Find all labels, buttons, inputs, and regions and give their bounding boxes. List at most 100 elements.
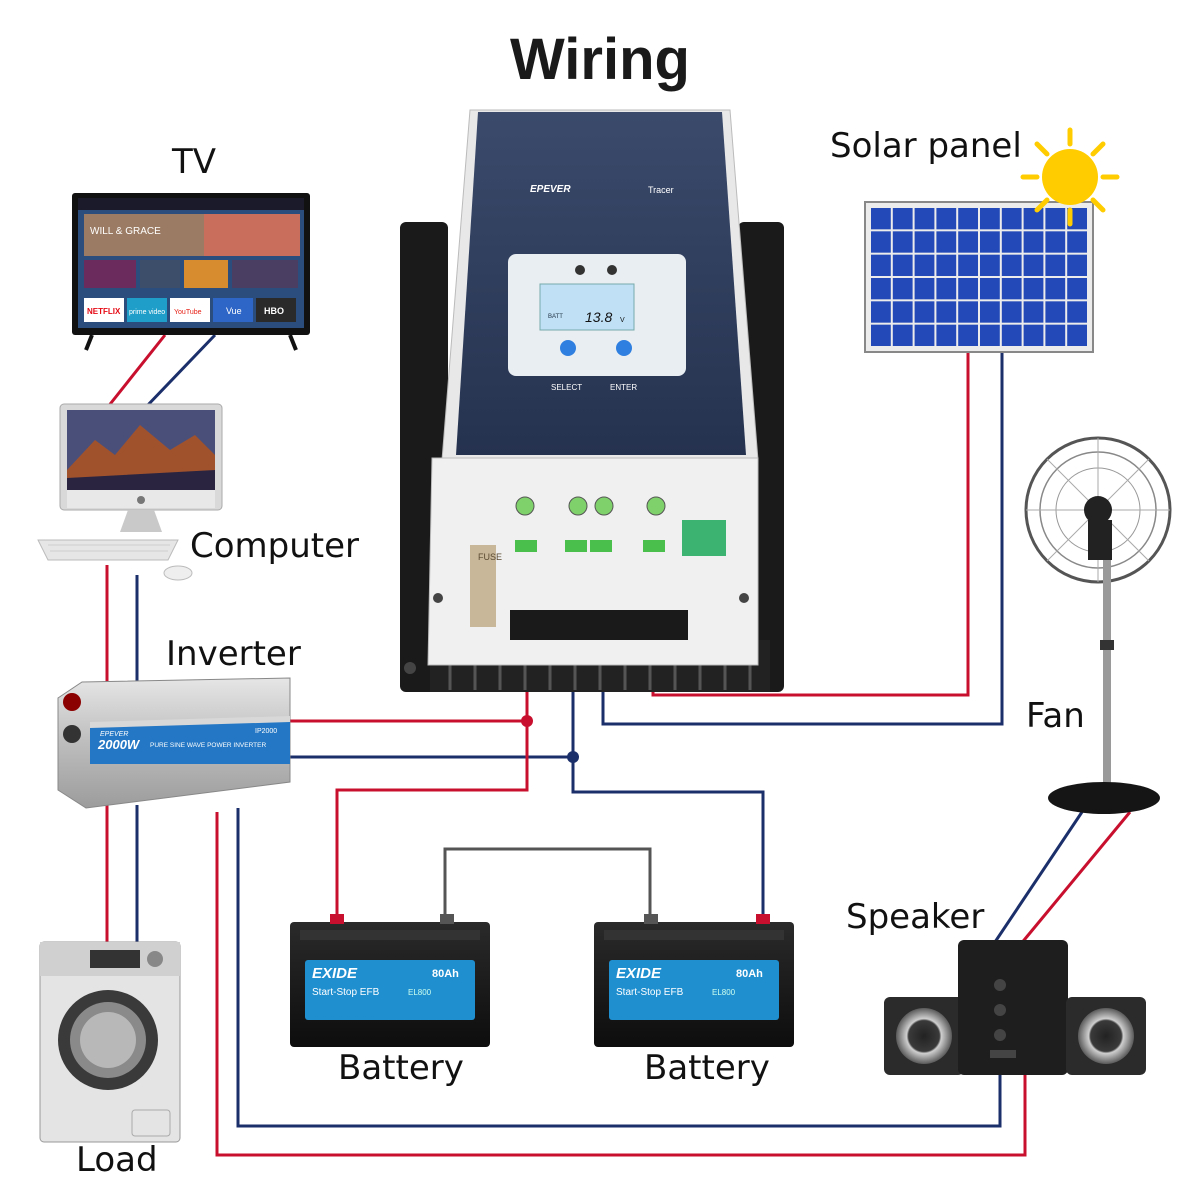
- load-label: Load: [76, 1140, 158, 1180]
- solar-cell: [1001, 324, 1022, 346]
- solar-cell: [1067, 254, 1087, 276]
- solar-cell: [1001, 208, 1022, 230]
- select-label: SELECT: [551, 383, 582, 392]
- solar-cell: [1045, 254, 1066, 276]
- battery-1-capacity: 80Ah: [432, 968, 459, 980]
- solar-cell: [1001, 231, 1022, 253]
- solar-cell: [980, 278, 1000, 300]
- wire-speaker-positive: [215, 812, 1027, 1157]
- solar-cells: [871, 208, 1087, 346]
- tv-device: WILL & GRACE NETFLIX prime video YouTube…: [72, 193, 310, 351]
- solar-cell: [936, 324, 957, 346]
- solar-cell: [1023, 278, 1044, 300]
- controller-brand: EPEVER: [530, 184, 571, 195]
- computer-device: [37, 403, 223, 581]
- solar-panel-label: Solar panel: [830, 126, 1022, 166]
- inverter-power: 2000W: [97, 737, 141, 752]
- solar-cell: [892, 254, 913, 276]
- solar-cell: [958, 301, 978, 323]
- inverter-brand: EPEVER: [100, 731, 128, 738]
- battery-1-label: Battery: [338, 1048, 464, 1088]
- solar-cell: [871, 231, 891, 253]
- wire-battery-positive: [335, 721, 529, 922]
- battery-1: EXIDE Start-Stop EFB 80Ah EL800: [290, 914, 490, 1047]
- solar-cell: [958, 278, 978, 300]
- battery-2-capacity: 80Ah: [736, 968, 763, 980]
- solar-cell: [1045, 278, 1066, 300]
- battery-2-brand: EXIDE: [616, 965, 662, 982]
- wire-fan-negative: [991, 811, 1084, 946]
- select-button-graphic: [560, 340, 576, 356]
- solar-cell: [980, 301, 1000, 323]
- inverter-model: IP2000: [255, 728, 277, 735]
- solar-cell: [1023, 231, 1044, 253]
- battery-1-product: Start-Stop EFB: [312, 987, 380, 998]
- solar-cell: [914, 324, 935, 346]
- solar-cell: [914, 254, 935, 276]
- battery-1-code: EL800: [408, 988, 432, 997]
- solar-cell: [958, 254, 978, 276]
- inverter-device: 2000W PURE SINE WAVE POWER INVERTER IP20…: [57, 677, 291, 809]
- washing-machine: [39, 941, 181, 1143]
- solar-cell: [1001, 301, 1022, 323]
- battery-1-brand: EXIDE: [312, 965, 358, 982]
- solar-cell: [871, 278, 891, 300]
- tv-app-netflix: NETFLIX: [87, 307, 121, 316]
- battery-2-label: Battery: [644, 1048, 770, 1088]
- wire-battery-jumper: [443, 847, 652, 922]
- solar-cell: [936, 301, 957, 323]
- lcd-tag: BATT: [548, 314, 563, 320]
- solar-cell: [936, 254, 957, 276]
- junction-positive: [521, 715, 533, 727]
- computer-label: Computer: [190, 526, 360, 566]
- wire-fan-positive: [1018, 811, 1132, 946]
- enter-button-graphic: [616, 340, 632, 356]
- solar-cell: [1067, 231, 1087, 253]
- solar-cell: [1045, 324, 1066, 346]
- solar-cell: [892, 278, 913, 300]
- solar-cell: [892, 324, 913, 346]
- solar-cell: [914, 301, 935, 323]
- solar-cell: [1045, 231, 1066, 253]
- speaker-device: [884, 940, 1146, 1075]
- solar-cell: [1023, 324, 1044, 346]
- solar-cell: [871, 301, 891, 323]
- solar-cell: [1001, 278, 1022, 300]
- wire-battery-negative: [571, 757, 765, 922]
- wire-tv-negative: [143, 333, 217, 410]
- sun-icon: [1020, 127, 1120, 227]
- fan-device: [1024, 436, 1172, 814]
- solar-cell: [1067, 301, 1087, 323]
- solar-cell: [1001, 254, 1022, 276]
- solar-cell: [1023, 301, 1044, 323]
- tv-label: TV: [172, 142, 217, 182]
- lcd-value: 13.8: [585, 309, 612, 325]
- solar-cell: [936, 208, 957, 230]
- solar-cell: [980, 231, 1000, 253]
- solar-cell: [892, 208, 913, 230]
- battery-2: EXIDE Start-Stop EFB 80Ah EL800: [594, 914, 794, 1047]
- junction-negative: [567, 751, 579, 763]
- inverter-description: PURE SINE WAVE POWER INVERTER: [150, 742, 266, 749]
- solar-cell: [871, 208, 891, 230]
- wire-tv-positive: [105, 334, 167, 409]
- tv-app-prime: prime video: [129, 309, 165, 316]
- solar-cell: [914, 278, 935, 300]
- wire-speaker-negative: [236, 808, 1002, 1128]
- tv-show-text: WILL & GRACE: [90, 226, 161, 237]
- solar-cell: [936, 231, 957, 253]
- tv-app-youtube: YouTube: [174, 309, 202, 316]
- charge-controller: EPEVER Tracer BATT 13.8 V SELECT ENTER F…: [400, 109, 784, 692]
- solar-cell: [914, 208, 935, 230]
- solar-cell: [1045, 301, 1066, 323]
- solar-panel: [864, 201, 1094, 353]
- solar-cell: [1023, 208, 1044, 230]
- battery-2-code: EL800: [712, 988, 736, 997]
- fuse-label: FUSE: [478, 552, 502, 562]
- solar-cell: [892, 231, 913, 253]
- lcd-unit: V: [620, 317, 625, 324]
- solar-cell: [980, 208, 1000, 230]
- inverter-label: Inverter: [166, 634, 301, 674]
